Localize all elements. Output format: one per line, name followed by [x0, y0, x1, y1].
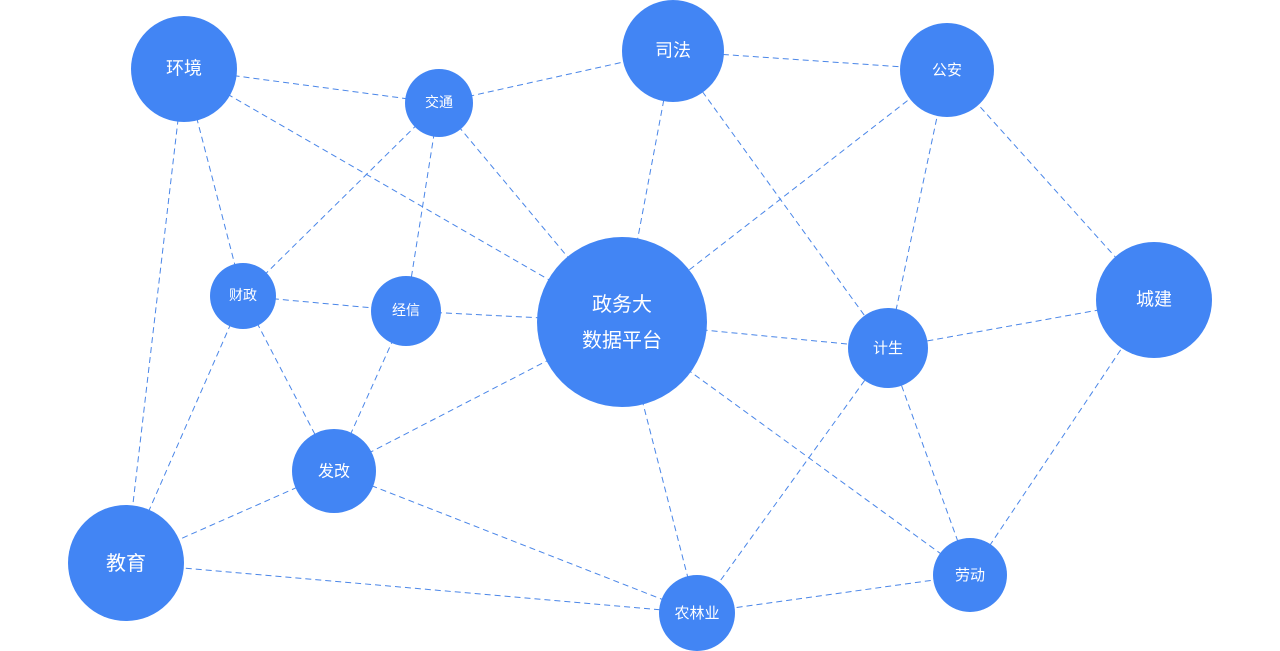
node-devreform[interactable]: 发改 [292, 429, 376, 513]
node-label-police: 公安 [932, 61, 962, 79]
node-urban[interactable]: 城建 [1096, 242, 1212, 358]
node-label-urban: 城建 [1136, 290, 1172, 311]
node-label-education: 教育 [106, 551, 146, 575]
node-label-agri: 农林业 [674, 604, 719, 622]
edge-family-labor [887, 347, 971, 576]
node-circle-family [848, 308, 928, 388]
node-label-econinfo: 经信 [392, 303, 420, 319]
node-circle-devreform [292, 429, 376, 513]
node-econinfo[interactable]: 经信 [371, 276, 441, 346]
node-circle-labor [933, 538, 1007, 612]
edge-agri-labor [696, 574, 971, 614]
node-traffic[interactable]: 交通 [405, 69, 473, 137]
edge-education-agri [125, 562, 698, 614]
edge-family-agri [696, 347, 889, 614]
node-circle-finance [210, 263, 276, 329]
node-label-finance: 财政 [229, 288, 257, 304]
node-circle-env [131, 16, 237, 122]
node-circle-police [900, 23, 994, 117]
node-label-justice: 司法 [655, 41, 691, 62]
edge-env-education [125, 68, 185, 564]
node-circle-urban [1096, 242, 1212, 358]
node-family[interactable]: 计生 [848, 308, 928, 388]
node-label-family: 计生 [873, 339, 903, 357]
node-circle-education [68, 505, 184, 621]
node-education[interactable]: 教育 [68, 505, 184, 621]
node-label-center: 政务大 [592, 292, 652, 316]
node-label-labor: 劳动 [955, 566, 985, 584]
edge-police-urban [946, 69, 1155, 301]
edge-police-family [887, 69, 948, 349]
node-police[interactable]: 公安 [900, 23, 994, 117]
node-label-traffic: 交通 [425, 94, 453, 111]
node-circle-econinfo [371, 276, 441, 346]
edge-traffic-center [438, 102, 623, 323]
node-label-env: 环境 [166, 59, 202, 80]
node-labor[interactable]: 劳动 [933, 538, 1007, 612]
node-circle-agri [659, 575, 735, 651]
edge-env-finance [183, 68, 244, 297]
node-layer: 环境交通司法公安财政经信政务大数据平台计生城建发改教育农林业劳动 [68, 0, 1212, 651]
node-justice[interactable]: 司法 [622, 0, 724, 102]
edge-devreform-agri [333, 470, 698, 614]
node-circle-justice [622, 0, 724, 102]
node-finance[interactable]: 财政 [210, 263, 276, 329]
edge-traffic-econinfo [405, 102, 440, 312]
node-agri[interactable]: 农林业 [659, 575, 735, 651]
edge-devreform-education [125, 470, 335, 564]
edge-traffic-finance [242, 102, 440, 297]
node-label-center: 数据平台 [582, 328, 662, 352]
node-circle-center [537, 237, 707, 407]
node-label-devreform: 发改 [318, 462, 350, 481]
node-env[interactable]: 环境 [131, 16, 237, 122]
edge-finance-econinfo [242, 295, 407, 312]
node-circle-traffic [405, 69, 473, 137]
